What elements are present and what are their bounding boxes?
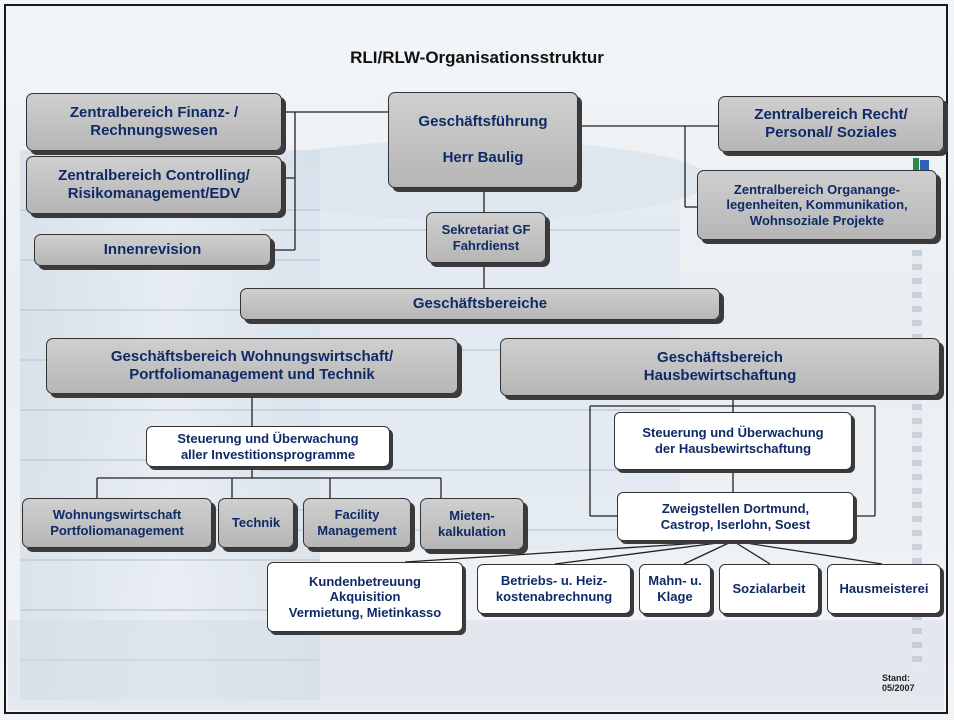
box-mietenkalkulation: Mieten- kalkulation [420, 498, 524, 550]
box-text-line: Hausmeisterei [839, 581, 929, 597]
box-technik: Technik [218, 498, 294, 548]
connector-zweig-betriebs [554, 540, 734, 565]
box-text-line: Technik [231, 515, 281, 531]
box-text-line: Wohnsoziale Projekte [749, 212, 885, 228]
box-text-line: Risikomanagement/EDV [67, 185, 241, 202]
stand-date: 05/2007 [882, 683, 915, 694]
box-text-line: legenheiten, Kommunikation, [726, 197, 908, 213]
box-text-line: Geschäftsführung [418, 113, 548, 130]
box-text-line: kalkulation [438, 524, 506, 539]
box-text-line: Fahrdienst [452, 237, 520, 253]
box-zentralbereich-organ: Zentralbereich Organange- legenheiten, K… [697, 170, 937, 240]
box-geschaeftsbereiche: Geschäftsbereiche [240, 288, 720, 320]
box-text-line: Kundenbetreuung [309, 573, 421, 589]
box-innenrevision: Innenrevision [34, 234, 271, 266]
box-text-line: Wohnungswirtschaft [52, 507, 182, 523]
connector-zweig-kunden [404, 540, 734, 563]
connector-zweig-sozial [732, 540, 771, 565]
box-zweigstellen: Zweigstellen Dortmund, Castrop, Iserlohn… [617, 492, 854, 541]
box-hausmeisterei: Hausmeisterei [827, 564, 941, 614]
box-text-line: Akquisition [329, 589, 401, 605]
box-mahn-klage: Mahn- u. Klage [639, 564, 711, 614]
box-text-line: Steuerung und Überwachung [642, 425, 824, 441]
box-text-line: Zentralbereich Organange- [733, 181, 901, 197]
box-text-line: Facility [334, 507, 380, 523]
box-text-line: Rechnungswesen [90, 122, 218, 139]
box-gb-wohnungswirtschaft: Geschäftsbereich Wohnungswirtschaft/ Por… [46, 338, 458, 394]
box-text-line: Zentralbereich Controlling/ [58, 167, 250, 184]
box-text-line: Mahn- u. [648, 573, 702, 589]
box-text-line: Management [317, 523, 397, 538]
connector-zweig-mahn [683, 540, 734, 565]
box-facility-management: Facility Management [303, 498, 411, 548]
box-text-line: Mieten- [449, 508, 495, 524]
box-betriebskosten: Betriebs- u. Heiz- kostenabrechnung [477, 564, 631, 614]
box-kundenbetreuung: Kundenbetreuung Akquisition Vermietung, … [267, 562, 463, 632]
box-wohnungswirtschaft-portfolio: Wohnungswirtschaft Portfoliomanagement [22, 498, 212, 548]
slide-border [4, 4, 948, 714]
box-text-line: Geschäftsbereich Wohnungswirtschaft/ [110, 348, 394, 365]
box-text-line: Hausbewirtschaftung [643, 367, 797, 384]
box-text-line: Sozialarbeit [732, 581, 806, 597]
box-text-line: Steuerung und Überwachung [177, 430, 359, 446]
box-text-line: Betriebs- u. Heiz- [500, 573, 608, 589]
vertical-watermark-strip [912, 250, 922, 670]
box-text-line: Zentralbereich Finanz- / [69, 104, 239, 121]
box-text-line: Personal/ Soziales [765, 124, 897, 141]
box-gb-hausbewirtschaftung: Geschäftsbereich Hausbewirtschaftung [500, 338, 940, 396]
logo-mark-green [913, 158, 919, 172]
box-zentralbereich-controlling: Zentralbereich Controlling/ Risikomanage… [26, 156, 282, 214]
box-text-line: Herr Baulig [442, 149, 524, 166]
box-text-line: aller Investitionsprogramme [180, 446, 356, 462]
stand-date-label: Stand: 05/2007 [882, 673, 915, 694]
box-text-line: Zentralbereich Recht/ [754, 106, 908, 123]
box-text-line: Zweigstellen Dortmund, [661, 500, 810, 516]
box-text-line: Portfoliomanagement und Technik [129, 366, 375, 383]
box-text-line: Castrop, Iserlohn, Soest [660, 516, 811, 532]
stand-label: Stand: [882, 673, 910, 683]
box-text-line: der Hausbewirtschaftung [654, 441, 812, 456]
box-text-line: Geschäftsbereiche [412, 295, 548, 312]
box-text-line: Sekretariat GF [441, 221, 531, 237]
page-title: RLI/RLW-Organisationsstruktur [350, 48, 604, 67]
box-text-line: Vermietung, Mietinkasso [288, 604, 442, 620]
box-sozialarbeit: Sozialarbeit [719, 564, 819, 614]
box-zentralbereich-finanz: Zentralbereich Finanz- / Rechnungswesen [26, 93, 282, 151]
box-sekretariat: Sekretariat GF Fahrdienst [426, 212, 546, 263]
box-zentralbereich-recht: Zentralbereich Recht/ Personal/ Soziales [718, 96, 944, 152]
box-text-line: kostenabrechnung [495, 589, 613, 604]
box-text-line: Portfoliomanagement [50, 523, 184, 538]
logo-mark-blue [920, 160, 929, 172]
connector-zweig-hausmeister [732, 540, 883, 565]
box-geschaeftsfuehrung: Geschäftsführung Herr Baulig [388, 92, 578, 188]
box-text-line: Geschäftsbereich [657, 349, 783, 366]
box-steuerung-investitionen: Steuerung und Überwachung aller Investit… [146, 426, 390, 467]
box-text-line: Klage [657, 589, 693, 604]
box-steuerung-hausbewirtschaftung: Steuerung und Überwachung der Hausbewirt… [614, 412, 852, 470]
box-text-line: Innenrevision [103, 241, 202, 258]
